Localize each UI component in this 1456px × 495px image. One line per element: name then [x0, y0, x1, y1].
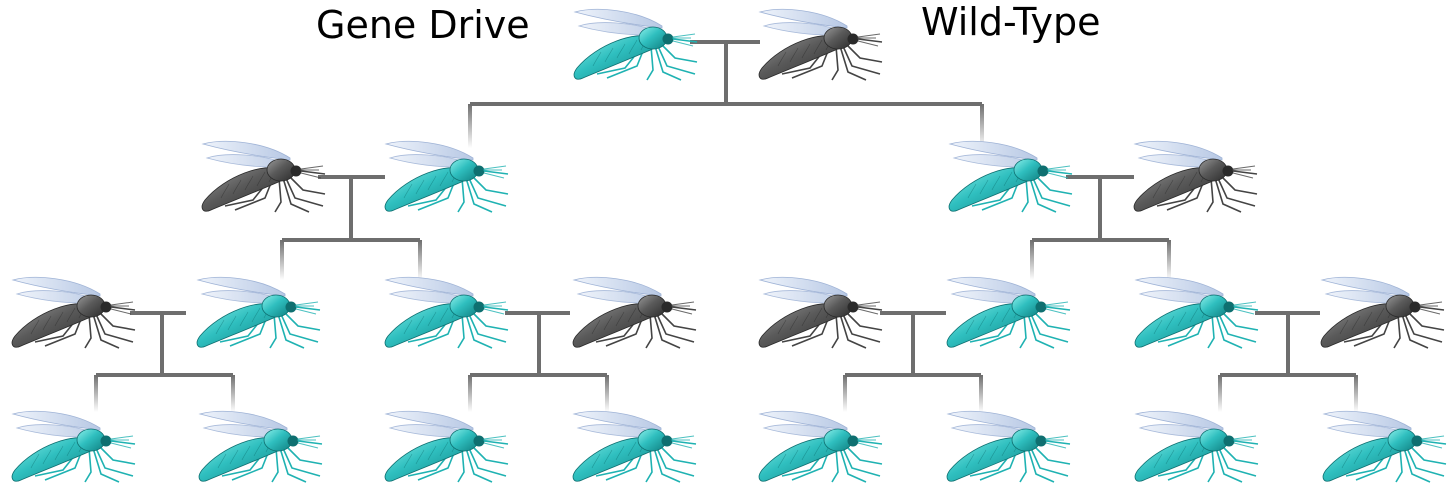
wild-type-mosquito-icon — [758, 276, 883, 349]
gene-drive-mosquito-icon — [1322, 410, 1447, 483]
gene-drive-mosquito-icon — [946, 410, 1071, 483]
connector-line — [979, 375, 983, 412]
wild-type-mosquito-icon — [1320, 276, 1445, 349]
gene-drive-mosquito-icon — [946, 276, 1071, 349]
gene-drive-mosquito-icon — [948, 140, 1073, 213]
connector-line — [605, 375, 609, 412]
connector-line — [468, 104, 472, 148]
connector-line — [418, 240, 422, 280]
gene-drive-mosquito-icon — [196, 276, 321, 349]
mosquito-layer — [11, 8, 1447, 483]
connector-line — [468, 375, 472, 412]
connector-line — [280, 240, 284, 280]
connector-line — [1218, 375, 1222, 412]
gene-drive-mosquito-icon — [198, 410, 323, 483]
gene-drive-mosquito-icon — [384, 276, 509, 349]
gene-drive-mosquito-icon — [573, 8, 698, 81]
wild-type-label: Wild-Type — [921, 0, 1101, 44]
connector-line — [94, 375, 98, 412]
wild-type-mosquito-icon — [572, 276, 697, 349]
wild-type-mosquito-icon — [1133, 140, 1258, 213]
gene-drive-label: Gene Drive — [316, 3, 530, 47]
gene-drive-mosquito-icon — [1134, 276, 1259, 349]
gene-drive-mosquito-icon — [572, 410, 697, 483]
gene-drive-mosquito-icon — [384, 410, 509, 483]
connector-line — [1167, 240, 1171, 280]
connector-line — [231, 375, 235, 412]
connector-line — [843, 375, 847, 412]
wild-type-mosquito-icon — [11, 276, 136, 349]
connector-line — [980, 104, 984, 148]
gene-drive-mosquito-icon — [1134, 410, 1259, 483]
gene-drive-mosquito-icon — [11, 410, 136, 483]
gene-drive-mosquito-icon — [384, 140, 509, 213]
connector-line — [1030, 240, 1034, 280]
wild-type-mosquito-icon — [201, 140, 326, 213]
connector-line — [1354, 375, 1358, 412]
pedigree-connectors — [94, 40, 1358, 412]
gene-drive-mosquito-icon — [758, 410, 883, 483]
wild-type-mosquito-icon — [758, 8, 883, 81]
